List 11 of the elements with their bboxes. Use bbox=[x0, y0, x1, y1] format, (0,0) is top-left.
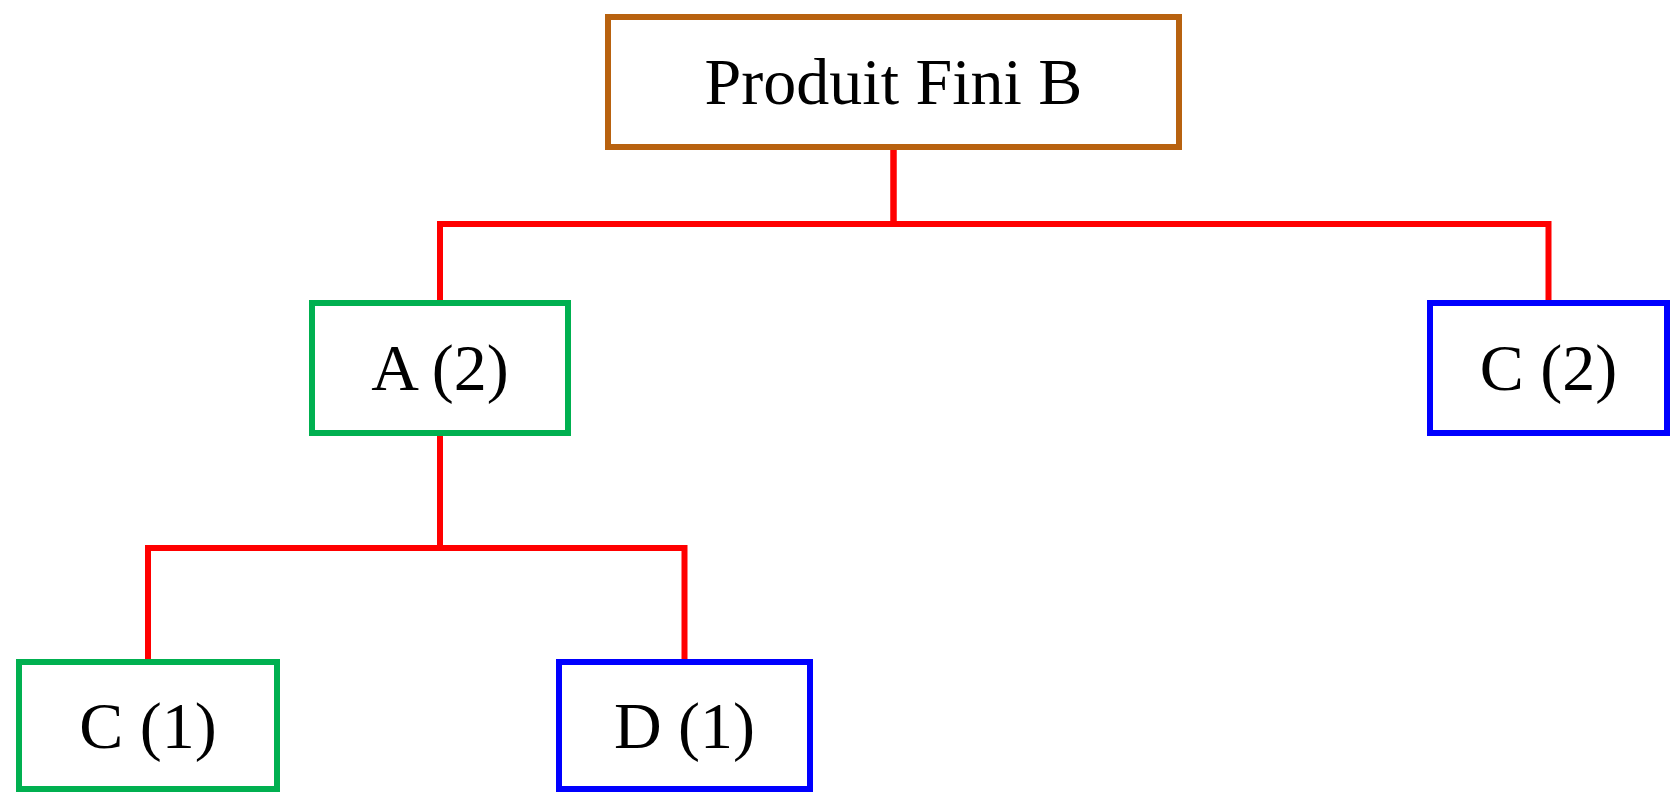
component-box bbox=[1427, 300, 1670, 436]
component-box bbox=[309, 300, 571, 436]
component-label: Produit Fini B bbox=[704, 44, 1083, 120]
component-label: A (2) bbox=[371, 330, 509, 406]
component-label: C (1) bbox=[79, 687, 217, 764]
component-box bbox=[605, 14, 1182, 150]
component-label: D (1) bbox=[613, 687, 756, 764]
component-box bbox=[16, 659, 280, 792]
connector-line bbox=[890, 150, 1552, 300]
component-label: C (2) bbox=[1479, 330, 1618, 406]
component-box bbox=[556, 659, 813, 792]
